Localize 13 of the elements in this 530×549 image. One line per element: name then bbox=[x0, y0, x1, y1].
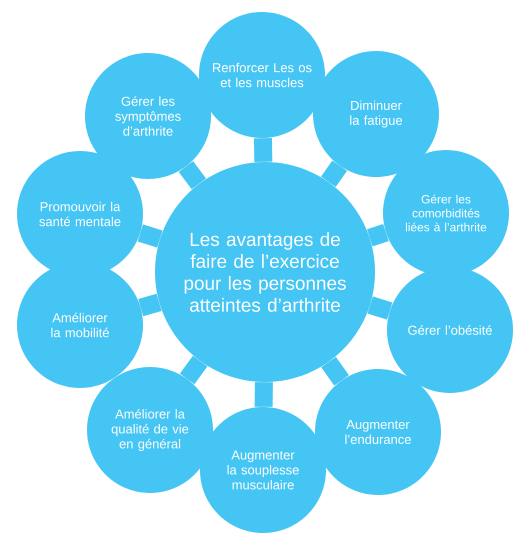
connector bbox=[254, 382, 273, 407]
connector bbox=[254, 138, 272, 162]
connector bbox=[138, 224, 163, 248]
node-label: Gérer les symptômes d’arthrite bbox=[115, 96, 181, 136]
node-label: Améliorer la qualité de vie en général bbox=[112, 408, 188, 452]
connector bbox=[320, 160, 348, 188]
connector bbox=[180, 356, 208, 384]
connector bbox=[366, 224, 389, 246]
connector bbox=[321, 356, 349, 386]
connector bbox=[178, 161, 206, 190]
connector bbox=[138, 294, 162, 316]
connector bbox=[367, 296, 392, 320]
node-label: Diminuer la fatigue bbox=[350, 100, 402, 128]
